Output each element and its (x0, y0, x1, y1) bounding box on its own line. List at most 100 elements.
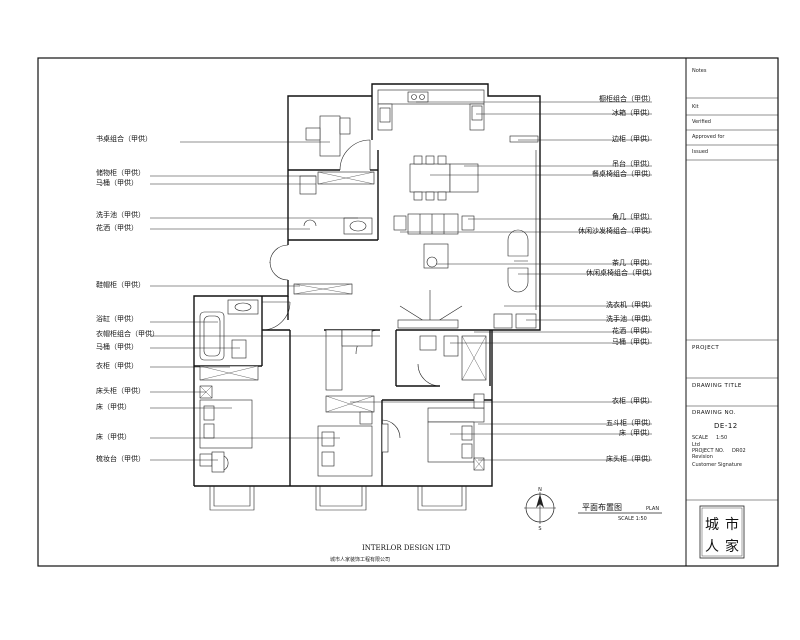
label-wardrobe-2: 衣柜（甲供） (612, 396, 654, 405)
door-bedroom-3 (381, 419, 401, 439)
seal-char-2: 市 (725, 516, 739, 533)
label-kitchen-cabinets: 橱柜组合（甲供） (599, 94, 655, 103)
tv-cabinet (381, 423, 389, 453)
leader-lines (150, 101, 652, 461)
notes-label: Notes (692, 68, 707, 74)
sofa (407, 213, 459, 235)
fridge (471, 105, 483, 121)
label-shower-2: 花洒（甲供） (612, 326, 654, 335)
wardrobe-3 (427, 407, 485, 423)
seal-char-4: 家 (725, 538, 739, 555)
title-field-kit: Kit (692, 104, 699, 110)
label-shower-1: 花洒（甲供） (96, 223, 138, 232)
seal-char-1: 城 (705, 517, 719, 533)
door-bedroom-1 (261, 301, 291, 331)
company-seal (699, 505, 745, 559)
drawing-border (37, 57, 779, 567)
compass: N S (524, 487, 556, 532)
wall-south (290, 330, 493, 487)
study-desk (319, 115, 341, 157)
label-washing-machine: 洗衣机（甲供） (606, 300, 655, 309)
drawing-title-label: DRAWING TITLE (692, 383, 742, 389)
wash-basin-1 (343, 217, 373, 235)
label-coffee-table: 茶几（甲供） (612, 258, 654, 267)
corner-table-2 (461, 215, 475, 231)
door-entrance (269, 244, 289, 264)
labels-left: 书桌组合（甲供） 储物柜（甲供） 马桶（甲供） 洗手池（甲供） 花洒（甲供） 鞋… (96, 134, 159, 463)
label-storage-cabinet: 储物柜（甲供） (96, 168, 145, 177)
bay-window-3 (417, 486, 467, 511)
plan-scale: SCALE 1:50 (618, 516, 647, 522)
label-bed-2: 床（甲供） (96, 432, 131, 441)
company-name: INTERLOR DESIGN LTD (362, 544, 451, 552)
label-toilet-3: 马桶（甲供） (612, 337, 654, 346)
wash-basin-laundry (515, 313, 537, 329)
dining-table (409, 163, 451, 193)
date-label: Ltd (692, 442, 700, 448)
floor-plan (193, 83, 541, 511)
wall-study-north (287, 95, 372, 245)
label-lounge-sofa-set: 休闲沙发椅组合（甲供） (578, 226, 655, 235)
toilet-1 (299, 175, 317, 195)
label-fridge: 冰箱（甲供） (612, 108, 654, 117)
wall-kitchen-dining (371, 83, 541, 331)
nightstand-2 (359, 411, 373, 425)
scale-label: SCALE (692, 435, 708, 441)
drawing-number: DE-12 (714, 422, 738, 430)
title-field-issued: Issued (692, 149, 708, 155)
project-no-value: DR02 (732, 448, 746, 454)
wall-west (193, 280, 289, 486)
compass-north: N (538, 487, 542, 493)
bay-window-1 (209, 486, 255, 511)
label-wardrobe-1: 衣柜（甲供） (96, 361, 138, 370)
label-wash-basin-2: 洗手池（甲供） (606, 314, 655, 323)
label-corner-table: 角几（甲供） (612, 212, 654, 221)
wash-basin-3 (419, 335, 437, 351)
label-chest-of-drawers: 五斗柜（甲供） (606, 418, 655, 427)
dressing-table (211, 451, 225, 473)
wardrobe-master-1 (325, 329, 343, 391)
corner-table-1 (393, 215, 407, 231)
company-chinese-name: 城市人家装饰工程有限公司 (330, 556, 390, 563)
washing-machine (493, 313, 513, 329)
label-hanging-table: 吊台（甲供） (612, 159, 654, 168)
door-bath-3 (417, 363, 441, 387)
sideboard-table (449, 163, 479, 193)
label-side-cabinet: 边柜（甲供） (612, 134, 654, 143)
compass-south: S (538, 526, 541, 532)
labels-right: 橱柜组合（甲供） 冰箱（甲供） 边柜（甲供） 吊台（甲供） 餐桌椅组合（甲供） … (578, 94, 656, 463)
toilet-3 (443, 335, 459, 357)
armchair-2 (507, 267, 529, 293)
wash-basin-2 (227, 299, 259, 315)
scale-value: 1:50 (716, 435, 727, 441)
label-lounge-table-set: 休闲桌椅组合（甲供） (586, 268, 656, 277)
plan-subtitle: PLAN (646, 506, 659, 512)
label-nightstand-3: 床头柜（甲供） (606, 454, 655, 463)
label-bathtub: 浴缸（甲供） (96, 314, 138, 323)
label-bed-3: 床（甲供） (619, 428, 654, 437)
shower-1 (303, 219, 317, 227)
label-bed-1: 床（甲供） (96, 402, 131, 411)
title-field-approved: Approved for (692, 134, 725, 140)
project-no-label: PROJECT NO. (692, 448, 725, 454)
armchair-1 (507, 229, 529, 257)
chest-of-drawers (473, 393, 485, 409)
door-study (339, 139, 371, 171)
title-block: Notes Kit Verified Approved for Issued P… (686, 68, 778, 559)
side-cabinet (509, 135, 539, 143)
bed-3 (427, 421, 475, 463)
title-field-verified: Verified (692, 119, 711, 125)
label-toilet-2: 马桶（甲供） (96, 342, 138, 351)
label-wash-basin-1: 洗手池（甲供） (96, 210, 145, 219)
label-dressing-table: 梳妆台（甲供） (96, 454, 145, 463)
drawing-no-label: DRAWING NO. (692, 410, 736, 416)
bay-window-2 (315, 486, 367, 511)
plan-title: 平面布置图 (582, 502, 622, 512)
label-wardrobe-combo: 衣帽柜组合（甲供） (96, 329, 159, 338)
label-nightstand-1: 床头柜（甲供） (96, 386, 145, 395)
project-label: PROJECT (692, 345, 719, 351)
label-shoe-cabinet: 鞋帽柜（甲供） (96, 280, 145, 289)
revision-label: Revision (692, 454, 713, 460)
label-toilet-1: 马桶（甲供） (96, 178, 138, 187)
